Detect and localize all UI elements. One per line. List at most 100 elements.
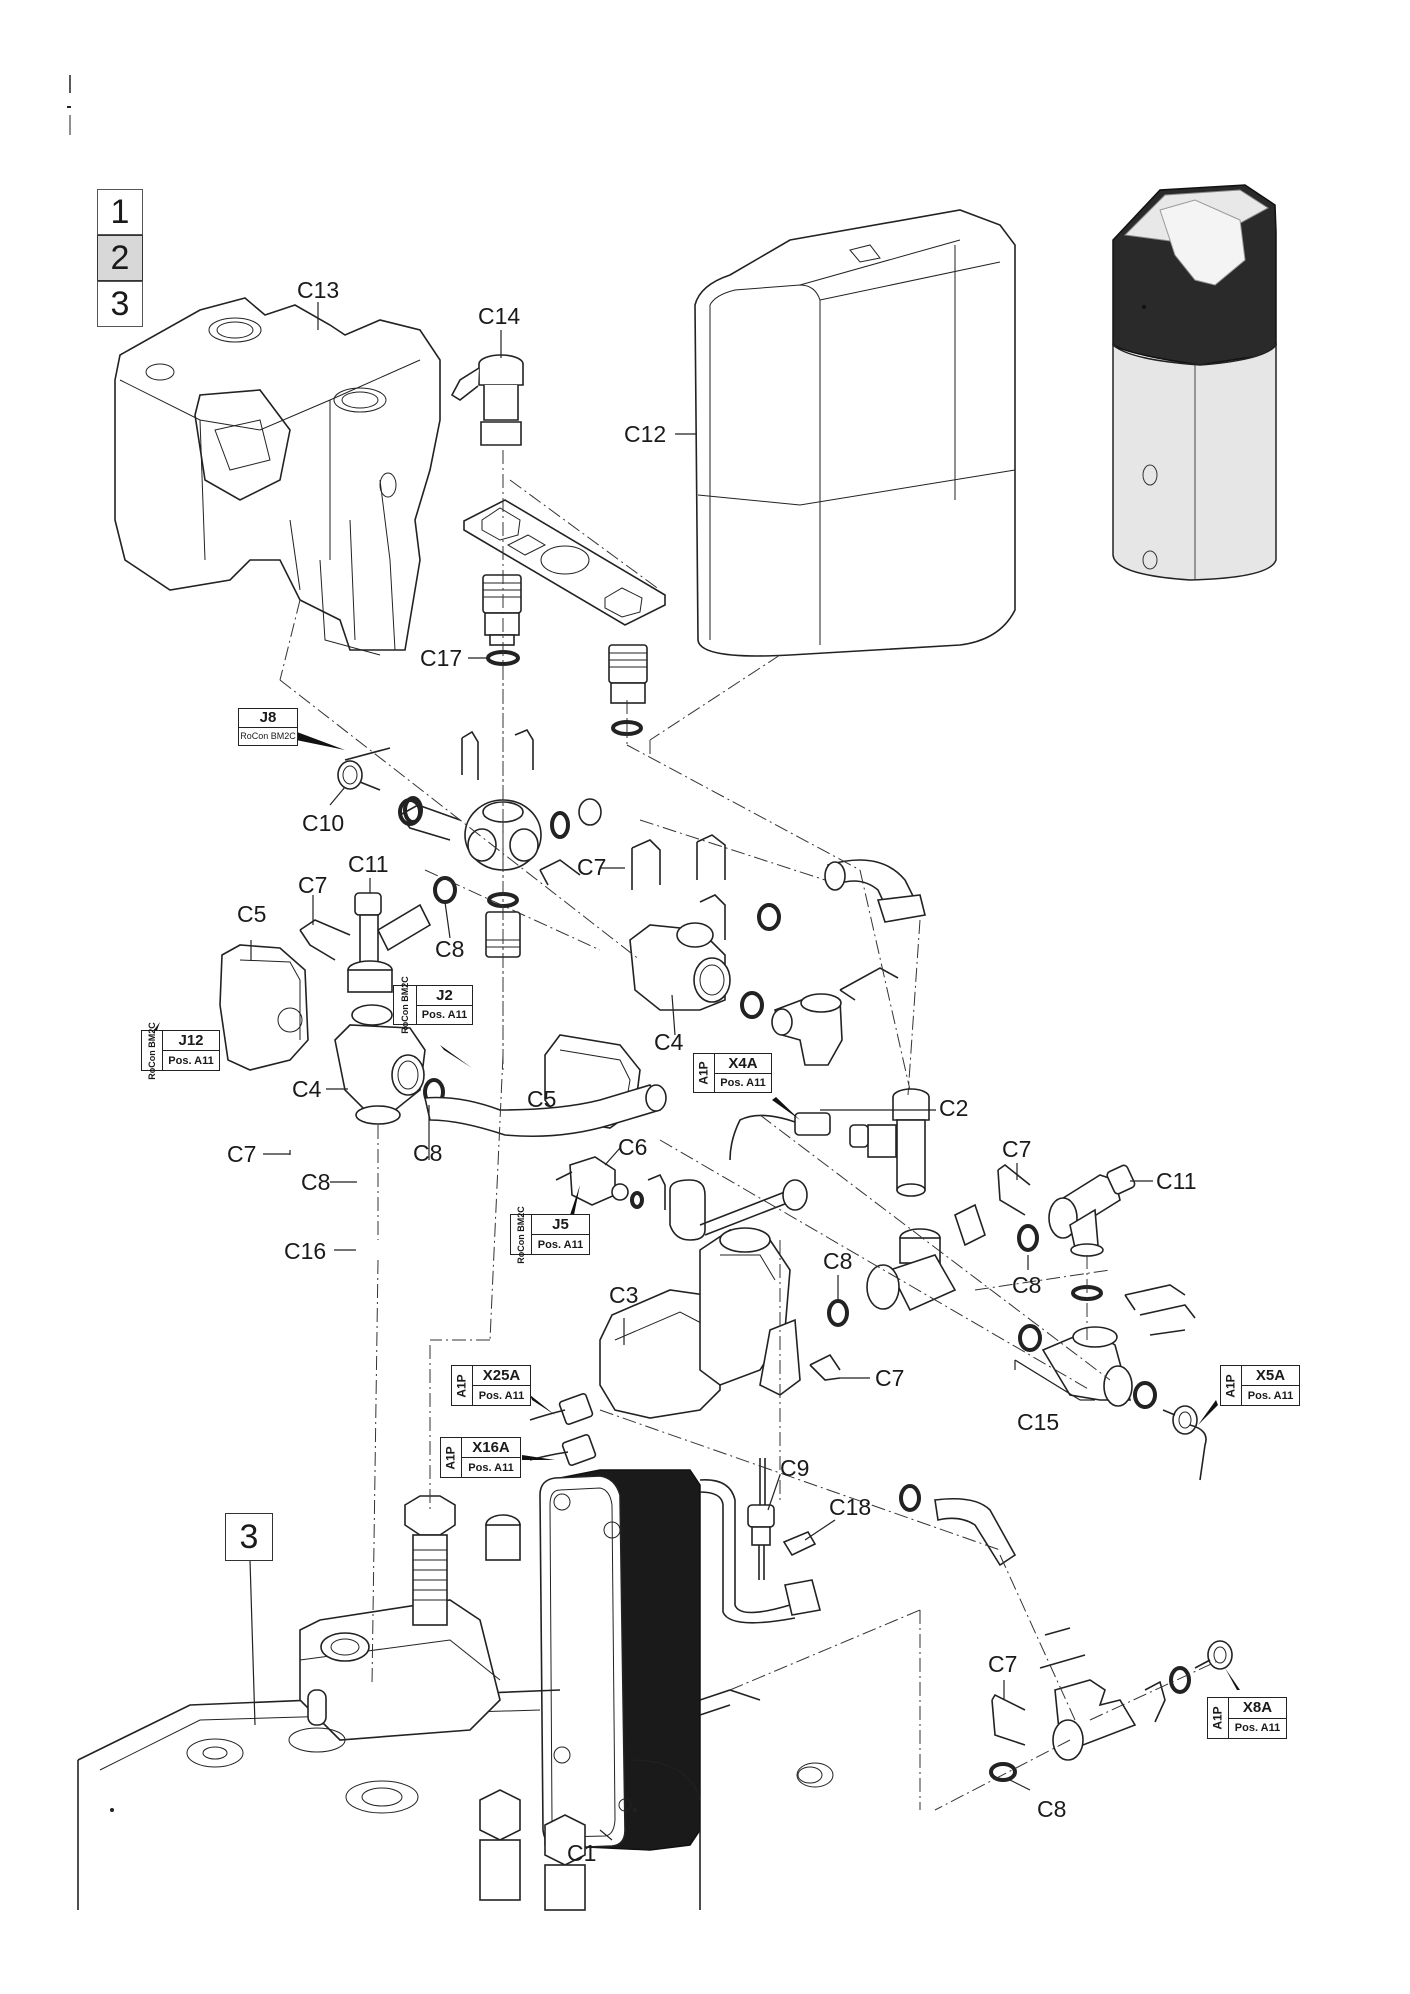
part-c13-insulation-shell — [114, 297, 441, 656]
part-label-c8-e: C8 — [1012, 1272, 1042, 1298]
o-ring-c10 — [398, 798, 422, 826]
part-label-c2: C2 — [939, 1095, 969, 1121]
part-clip-c7-left — [299, 919, 351, 961]
part-c10-sensor — [337, 747, 391, 791]
o-ring-c8 — [433, 876, 457, 904]
connector-x4a-pos: Pos. A11 — [720, 1076, 766, 1089]
connector-j8: J8 RoCon BM2C — [238, 708, 298, 746]
connector-x8a-id: X8A — [1229, 1698, 1286, 1719]
o-ring-c8 — [827, 1299, 849, 1327]
part-label-c14: C14 — [478, 303, 521, 329]
part-c1-plate-heat-exchanger — [539, 1469, 701, 1851]
part-label-c7-d: C7 — [1002, 1136, 1032, 1162]
part-label-c9: C9 — [780, 1455, 810, 1481]
part-c12-front-cover — [694, 209, 1016, 657]
part-clip — [1139, 1304, 1196, 1336]
section-nav-1[interactable]: 1 — [97, 189, 143, 235]
part-label-c8-c: C8 — [301, 1169, 331, 1195]
connector-j5-pos: Pos. A11 — [537, 1238, 584, 1251]
connector-x16a: A1P X16A Pos. A11 — [440, 1437, 521, 1478]
part-bypass-tube — [669, 1179, 808, 1241]
part-c18-clip — [782, 1530, 817, 1557]
part-fitting-stack-right — [866, 1203, 986, 1312]
part-clip — [647, 1173, 666, 1210]
part-c14-ball-valve — [450, 354, 524, 446]
o-ring — [550, 811, 570, 839]
connector-x5a-pos: Pos. A11 — [1247, 1389, 1294, 1402]
section-nav-3[interactable]: 3 — [97, 281, 143, 327]
connector-j12-side: RoCon BM2C — [147, 1021, 157, 1080]
part-threaded-fitting-right — [608, 644, 648, 704]
connector-x5a-side: A1P — [1224, 1373, 1238, 1398]
part-label-c18: C18 — [829, 1494, 872, 1520]
part-c11-tee-left — [347, 892, 432, 993]
part-label-c8-b: C8 — [413, 1140, 443, 1166]
part-label-c7-a: C7 — [298, 872, 328, 898]
part-clip-c7 — [696, 834, 726, 880]
connector-x4a: A1P X4A Pos. A11 — [693, 1053, 772, 1093]
section-reference-3: 3 — [225, 1513, 273, 1561]
connector-j12: RoCon BM2C J12 Pos. A11 — [141, 1022, 220, 1079]
part-seal-strip — [1044, 1627, 1071, 1636]
part-connector-plugs — [529, 1392, 597, 1467]
part-label-c4-left: C4 — [292, 1076, 322, 1102]
margin-marks — [67, 75, 71, 135]
part-mounting-plate — [463, 499, 666, 626]
part-tee-bottom-right — [1052, 1679, 1137, 1761]
connector-j2-id: J2 — [417, 986, 472, 1006]
part-label-c5-right: C5 — [527, 1086, 557, 1112]
connector-x25a-id: X25A — [473, 1366, 530, 1386]
complete-unit-illustration — [1112, 184, 1277, 581]
o-ring — [740, 991, 764, 1019]
part-label-c12: C12 — [624, 421, 667, 447]
part-clip — [1144, 1680, 1166, 1723]
part-label-c16: C16 — [284, 1238, 327, 1264]
base-unit-section-3 — [77, 1495, 834, 1911]
connector-x4a-side: A1P — [697, 1061, 711, 1085]
connector-j2: RoCon BM2C J2 Pos. A11 — [393, 976, 473, 1034]
part-label-c6: C6 — [618, 1134, 648, 1160]
connector-j2-pos: Pos. A11 — [421, 1008, 468, 1021]
connector-x8a: A1P X8A Pos. A11 — [1207, 1697, 1287, 1739]
part-clip-c7 — [699, 894, 726, 940]
part-c11-tee-right — [1048, 1164, 1136, 1257]
connector-x25a-side: A1P — [455, 1373, 469, 1398]
part-clip-c7 — [991, 1693, 1026, 1746]
part-label-c17: C17 — [420, 645, 463, 671]
part-c4-3way-valve-right — [629, 922, 731, 1011]
part-c15-tee — [1041, 1326, 1133, 1407]
part-label-c5-left: C5 — [237, 901, 267, 927]
o-ring — [1018, 1324, 1042, 1352]
connector-x4a-id: X4A — [715, 1054, 771, 1074]
o-ring-c8 — [1017, 1224, 1039, 1252]
plug-fitting — [578, 798, 602, 826]
hose-end — [645, 1084, 667, 1112]
part-label-c11-right: C11 — [1156, 1168, 1197, 1194]
leader-lines — [249, 302, 1153, 1841]
part-label-c8-d: C8 — [823, 1248, 853, 1274]
part-label-c1: C1 — [567, 1840, 597, 1866]
connector-j5-side: RoCon BM2C — [516, 1205, 526, 1264]
connector-j8-sub: RoCon BM2C — [240, 731, 296, 742]
part-c4-3way-valve-left — [334, 1004, 426, 1125]
part-clip-c7 — [997, 1163, 1031, 1216]
part-label-c4-right: C4 — [654, 1029, 684, 1055]
part-label-c7-e: C7 — [875, 1365, 905, 1391]
part-c5-actuator-left — [219, 944, 309, 1071]
section-nav-2[interactable]: 2 — [97, 235, 143, 281]
part-label-c15: C15 — [1017, 1409, 1060, 1435]
connector-j12-id: J12 — [163, 1031, 219, 1051]
assembly-axis-lines — [279, 450, 1221, 1811]
connector-x8a-pos: Pos. A11 — [1234, 1722, 1281, 1735]
o-ring — [757, 903, 781, 931]
o-ring-c6 — [630, 1191, 644, 1209]
connector-x8a-side: A1P — [1211, 1706, 1225, 1730]
part-label-c7-c: C7 — [227, 1141, 257, 1167]
connector-x5a: A1P X5A Pos. A11 — [1220, 1365, 1300, 1406]
part-x8a-sensor — [1194, 1640, 1233, 1670]
o-ring-c8 — [989, 1762, 1017, 1782]
connector-x25a-pos: Pos. A11 — [478, 1389, 525, 1402]
connector-j12-pos: Pos. A11 — [168, 1054, 214, 1067]
connector-x16a-pos: Pos. A11 — [468, 1461, 514, 1474]
